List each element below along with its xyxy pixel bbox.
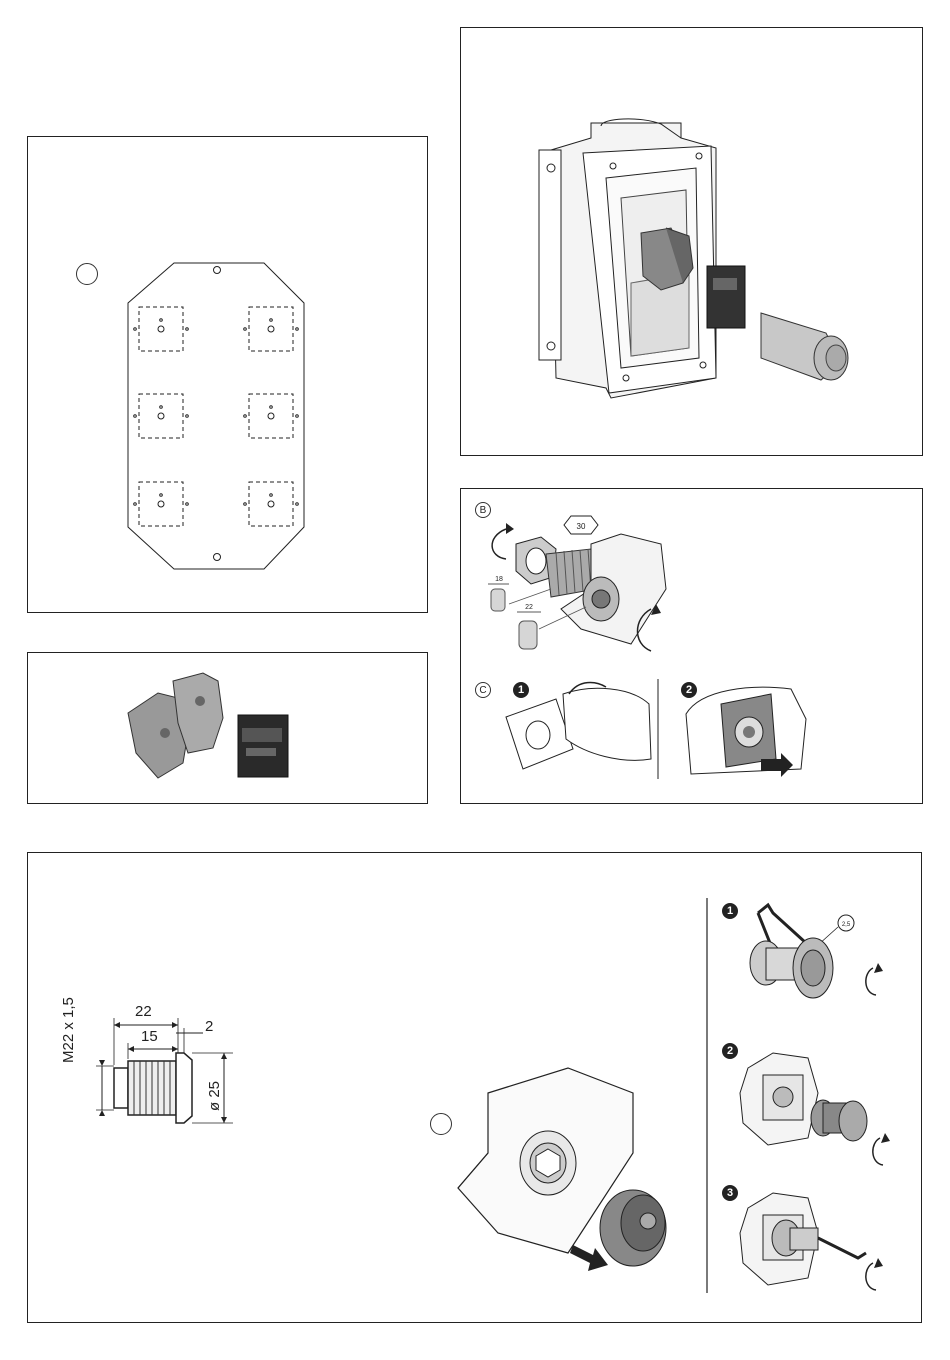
enclosure-drawing bbox=[461, 28, 922, 455]
dimension-panel: M22 x 1,5 22 15 2 ø 25 1 2 3 bbox=[27, 852, 922, 1323]
assembly-steps-drawing: 30 18 22 bbox=[461, 489, 922, 803]
hex-key-size-text: 2,5 bbox=[842, 922, 851, 928]
spanner-size-text: 30 bbox=[577, 522, 586, 531]
marker-circle bbox=[76, 263, 98, 285]
dim-b-text: 22 bbox=[525, 604, 533, 611]
dim-a-text: 18 bbox=[495, 576, 503, 583]
contact-blocks-panel bbox=[27, 652, 428, 804]
dimension-drawing: 2,5 bbox=[28, 853, 921, 1322]
mounting-plate-panel bbox=[27, 136, 428, 613]
assembly-steps-panel: B C 1 2 30 18 22 bbox=[460, 488, 923, 804]
contact-blocks-drawing bbox=[28, 653, 427, 803]
enclosure-panel bbox=[460, 27, 923, 456]
mounting-plate-drawing bbox=[28, 137, 427, 612]
